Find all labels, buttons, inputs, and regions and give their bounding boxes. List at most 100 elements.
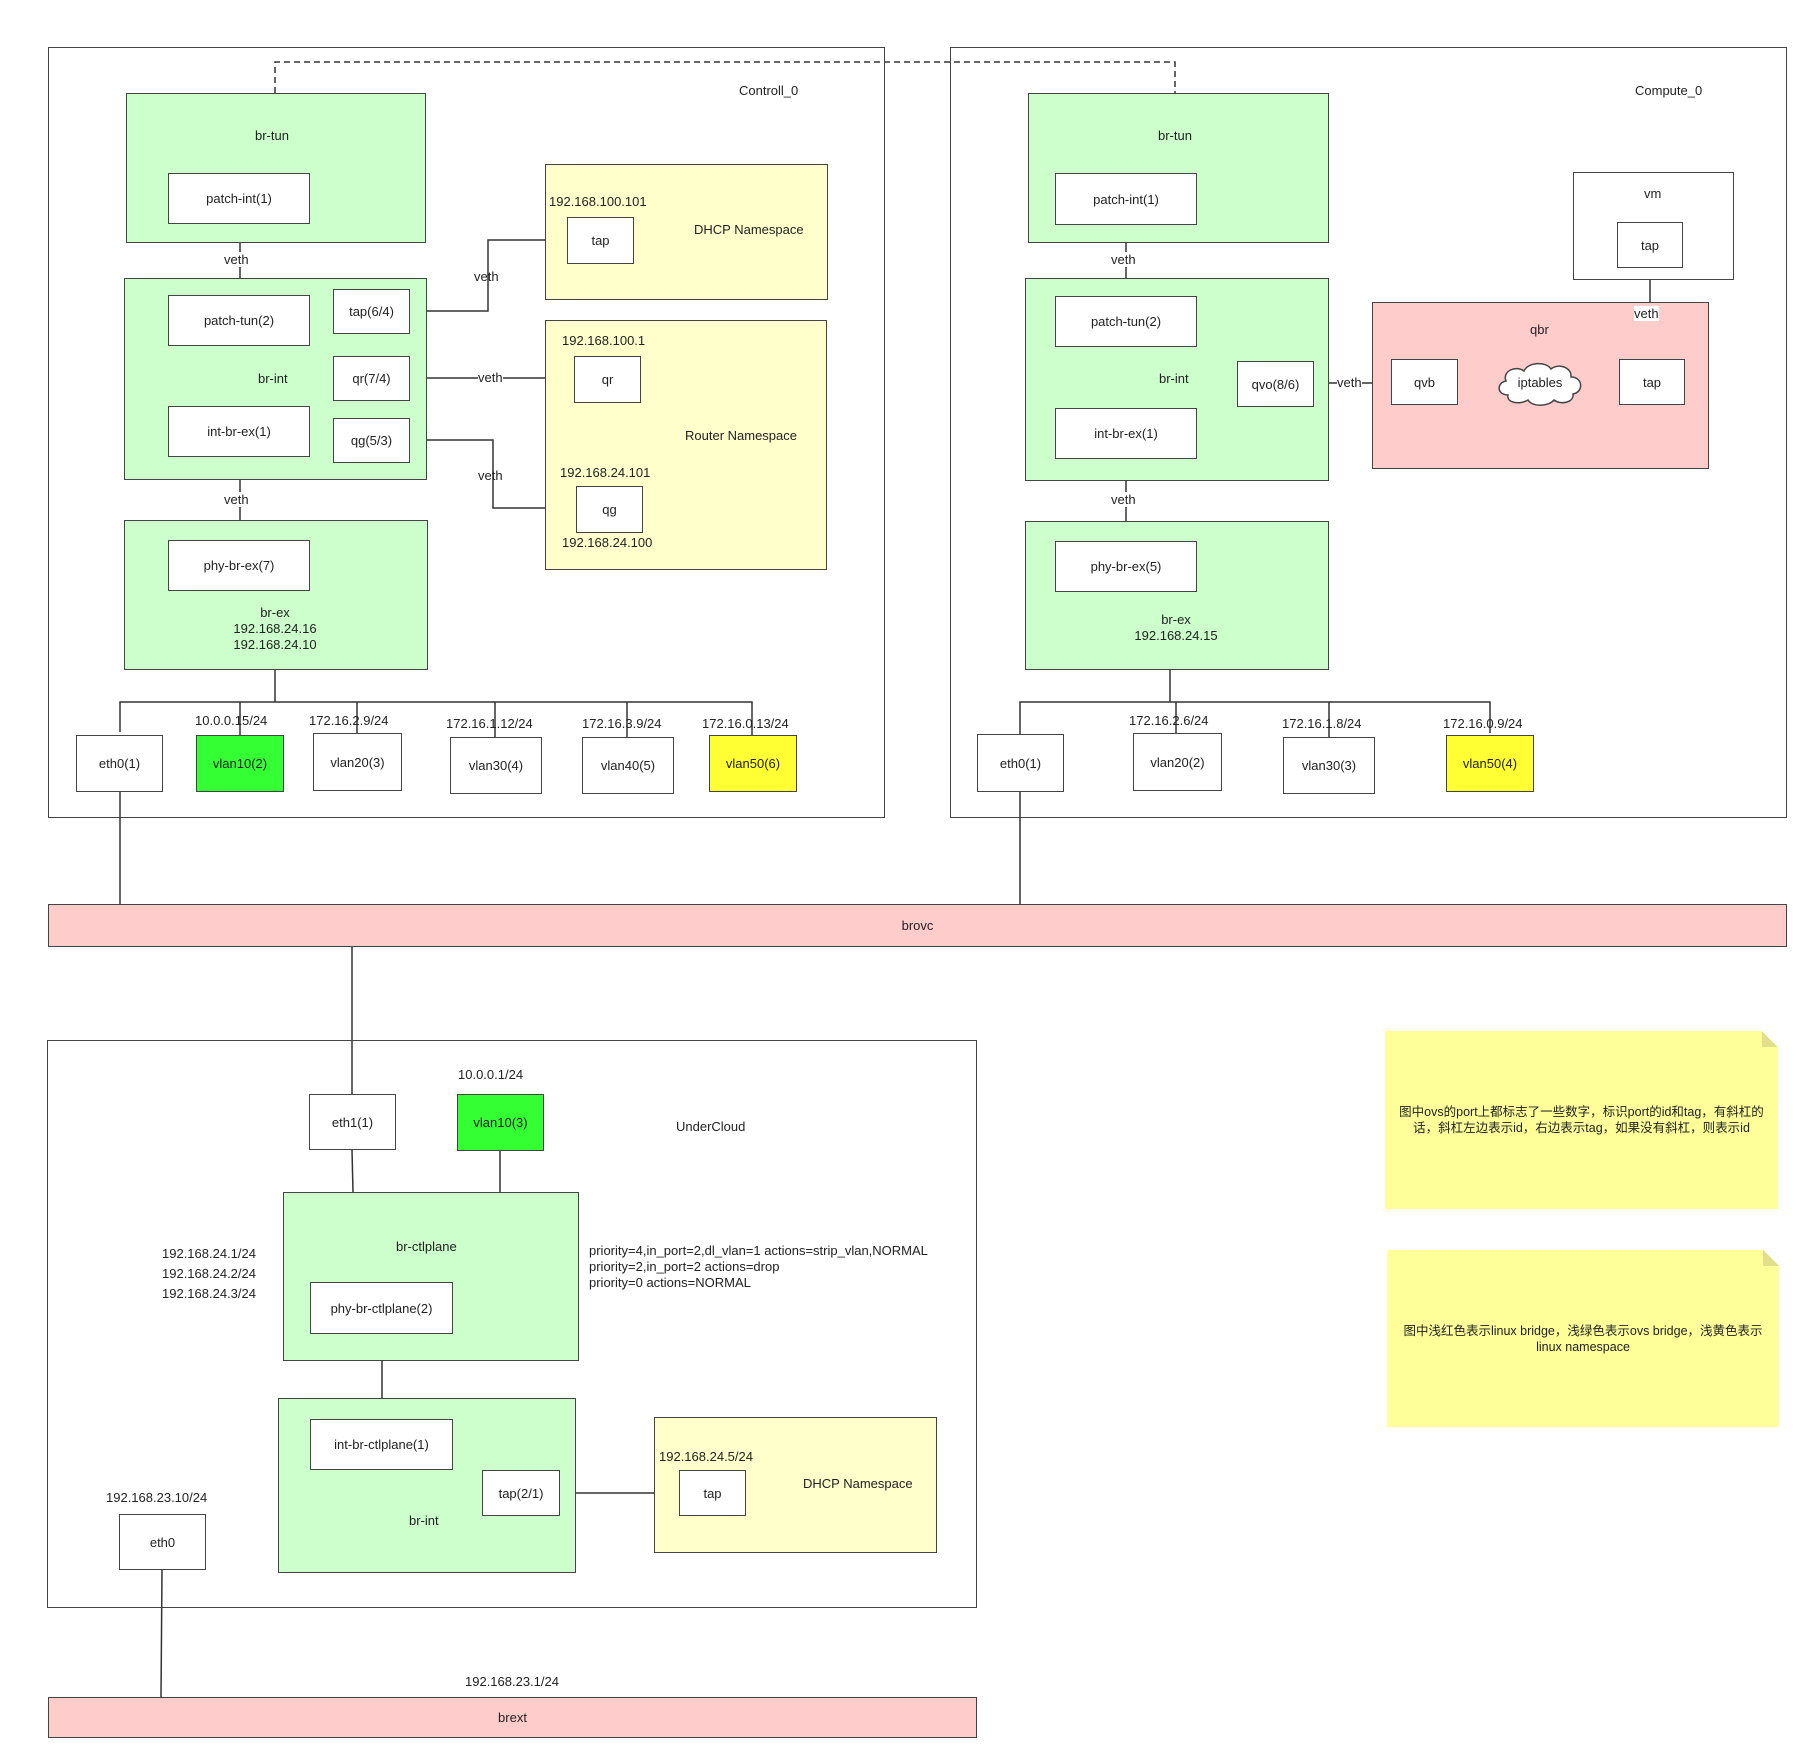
controller-node xyxy=(48,47,885,818)
compute-port-patch-tun[interactable]: patch-tun(2) xyxy=(1055,296,1197,347)
ctlplane-ip: 192.168.24.3/24 xyxy=(162,1286,256,1301)
note-fold-icon xyxy=(1763,1250,1779,1266)
controller-router-qg[interactable]: qg xyxy=(576,486,643,533)
bridge-label: br-tun xyxy=(1158,128,1192,143)
controller-port-tap[interactable]: tap(6/4) xyxy=(333,289,410,334)
controller-port-patch-tun[interactable]: patch-tun(2) xyxy=(168,295,310,346)
controller-router-qr[interactable]: qr xyxy=(574,356,641,403)
compute-port-qvo[interactable]: qvo(8/6) xyxy=(1237,361,1314,407)
controller-nic-vlan40[interactable]: vlan40(5) xyxy=(582,737,674,794)
dhcp-ip: 192.168.100.101 xyxy=(549,194,647,209)
veth-label: veth xyxy=(478,468,503,483)
bridge-label: br-int xyxy=(258,371,288,386)
flow-rule: priority=2,in_port=2 actions=drop xyxy=(589,1259,780,1274)
brext-ip: 192.168.23.1/24 xyxy=(465,1674,559,1689)
eth0-ip: 192.168.23.10/24 xyxy=(106,1490,208,1505)
brext-label: brext xyxy=(498,1710,527,1725)
compute-node xyxy=(950,47,1787,818)
ctlplane-ip: 192.168.24.1/24 xyxy=(162,1246,256,1261)
nic-ip: 172.16.2.9/24 xyxy=(309,713,389,728)
iptables-cloud-icon xyxy=(1498,362,1582,406)
veth-label: veth xyxy=(1337,375,1362,390)
dhcp-ip: 192.168.24.5/24 xyxy=(659,1449,753,1464)
undercloud-nic-vlan10[interactable]: vlan10(3) xyxy=(457,1094,544,1151)
undercloud-dhcp-tap[interactable]: tap xyxy=(679,1470,746,1516)
note-text: 图中ovs的port上都标志了一些数字，标识port的id和tag，有斜杠的话，… xyxy=(1399,1105,1764,1135)
ctlplane-ip: 192.168.24.2/24 xyxy=(162,1266,256,1281)
namespace-label: Router Namespace xyxy=(685,428,797,443)
nic-ip: 172.16.2.6/24 xyxy=(1129,713,1209,728)
compute-qbr-tap[interactable]: tap xyxy=(1619,359,1685,405)
nic-ip: 172.16.3.9/24 xyxy=(582,716,662,731)
vm-label: vm xyxy=(1644,186,1662,201)
controller-port-int-br-ex[interactable]: int-br-ex(1) xyxy=(168,406,310,457)
controller-dhcp-tap[interactable]: tap xyxy=(567,217,634,264)
undercloud-title: UnderCloud xyxy=(676,1119,746,1134)
note-text: 图中浅红色表示linux bridge，浅绿色表示ovs bridge，浅黄色表… xyxy=(1403,1323,1763,1354)
controller-nic-vlan30[interactable]: vlan30(4) xyxy=(450,737,542,794)
compute-nic-vlan50[interactable]: vlan50(4) xyxy=(1446,735,1534,792)
compute-nic-vlan20[interactable]: vlan20(2) xyxy=(1133,733,1222,791)
undercloud-node xyxy=(47,1040,977,1608)
br-ex-ip: 192.168.24.10 xyxy=(233,637,317,652)
compute-nic-eth0[interactable]: eth0(1) xyxy=(977,734,1064,792)
veth-label: veth xyxy=(1634,306,1659,321)
namespace-label: DHCP Namespace xyxy=(694,222,804,237)
note-fold-icon xyxy=(1762,1031,1778,1047)
undercloud-nic-eth1[interactable]: eth1(1) xyxy=(309,1094,396,1150)
veth-label: veth xyxy=(224,492,249,507)
compute-nic-vlan30[interactable]: vlan30(3) xyxy=(1283,737,1375,794)
brovc-label: brovc xyxy=(901,918,934,933)
bridge-label: br-ctlplane xyxy=(396,1239,457,1254)
brovc-bridge: brovc xyxy=(48,904,1787,947)
controller-port-qg[interactable]: qg(5/3) xyxy=(333,418,410,463)
bridge-label: br-int xyxy=(409,1513,439,1528)
br-ex-ip: 192.168.24.15 xyxy=(1134,628,1218,643)
controller-title: Controll_0 xyxy=(739,83,799,98)
nic-ip: 172.16.1.12/24 xyxy=(446,716,533,731)
qr-ip: 192.168.100.1 xyxy=(562,333,646,348)
controller-port-qr[interactable]: qr(7/4) xyxy=(333,356,410,401)
undercloud-port-int-br-ctlplane[interactable]: int-br-ctlplane(1) xyxy=(310,1419,453,1470)
compute-title: Compute_0 xyxy=(1635,83,1703,98)
bridge-label: br-int xyxy=(1159,371,1189,386)
veth-label: veth xyxy=(474,269,499,284)
veth-label: veth xyxy=(224,252,249,267)
legend-note-colors: 图中浅红色表示linux bridge，浅绿色表示ovs bridge，浅黄色表… xyxy=(1387,1250,1779,1427)
legend-note-port-ids: 图中ovs的port上都标志了一些数字，标识port的id和tag，有斜杠的话，… xyxy=(1385,1031,1778,1209)
veth-label: veth xyxy=(1111,492,1136,507)
qg-ip: 192.168.24.101 xyxy=(560,465,651,480)
bridge-label: br-ex xyxy=(260,605,290,620)
bridge-label: br-ex xyxy=(1161,612,1191,627)
compute-qbr-qvb[interactable]: qvb xyxy=(1391,359,1458,405)
controller-nic-eth0[interactable]: eth0(1) xyxy=(76,735,163,792)
namespace-label: DHCP Namespace xyxy=(803,1476,913,1491)
veth-label: veth xyxy=(1111,252,1136,267)
brext-bridge: brext xyxy=(48,1697,977,1738)
controller-port-patch-int[interactable]: patch-int(1) xyxy=(168,173,310,224)
controller-nic-vlan10[interactable]: vlan10(2) xyxy=(196,735,284,792)
compute-port-phy-br-ex[interactable]: phy-br-ex(5) xyxy=(1055,541,1197,592)
iptables-label: iptables xyxy=(1517,375,1563,390)
flow-rule: priority=4,in_port=2,dl_vlan=1 actions=s… xyxy=(589,1243,928,1258)
undercloud-br-ctlplane: br-ctlplane xyxy=(283,1192,579,1361)
controller-port-phy-br-ex[interactable]: phy-br-ex(7) xyxy=(168,540,310,591)
vlan10-ip: 10.0.0.1/24 xyxy=(458,1067,524,1082)
br-ex-ip: 192.168.24.16 xyxy=(233,621,317,636)
qbr-label: qbr xyxy=(1530,322,1549,337)
bridge-label: br-tun xyxy=(255,128,289,143)
flow-rule: priority=0 actions=NORMAL xyxy=(589,1275,751,1290)
compute-port-int-br-ex[interactable]: int-br-ex(1) xyxy=(1055,408,1197,459)
qg-ip-2: 192.168.24.100 xyxy=(562,535,653,550)
nic-ip: 172.16.0.13/24 xyxy=(702,716,789,731)
compute-port-patch-int[interactable]: patch-int(1) xyxy=(1055,173,1197,225)
nic-ip: 172.16.1.8/24 xyxy=(1282,716,1362,731)
nic-ip: 10.0.0.15/24 xyxy=(195,713,268,728)
undercloud-nic-eth0[interactable]: eth0 xyxy=(119,1514,206,1570)
controller-nic-vlan50[interactable]: vlan50(6) xyxy=(709,735,797,792)
compute-vm-tap[interactable]: tap xyxy=(1617,222,1683,268)
undercloud-port-phy-br-ctlplane[interactable]: phy-br-ctlplane(2) xyxy=(310,1282,453,1334)
controller-dhcp-namespace: DHCP Namespace 192.168.100.101 xyxy=(545,164,828,300)
undercloud-port-tap[interactable]: tap(2/1) xyxy=(482,1470,560,1516)
controller-nic-vlan20[interactable]: vlan20(3) xyxy=(313,733,402,791)
